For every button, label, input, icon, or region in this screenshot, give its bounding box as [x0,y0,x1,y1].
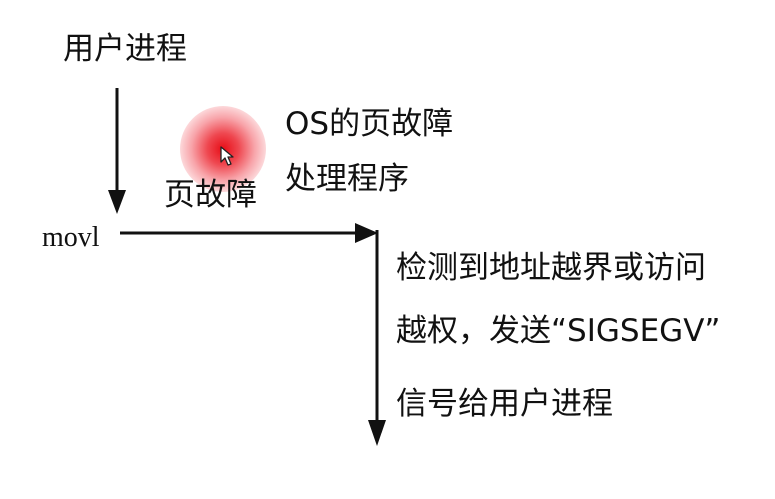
result-line-2: 越权，发送“SIGSEGV” [396,313,721,349]
arrowhead-down-bottom [368,420,386,446]
arrowhead-down-top [108,190,126,214]
instruction-label: movl [42,222,100,253]
os-handler-line-1: OS的页故障 [285,106,454,142]
result-line-1: 检测到地址越界或访问 [396,250,706,286]
user-process-top-label: 用户进程 [63,31,187,67]
arrowhead-right [355,223,378,243]
result-line-3: 信号给用户进程 [396,386,613,422]
os-handler-line-2: 处理程序 [285,161,409,197]
page-fault-label: 页故障 [164,177,257,213]
mouse-pointer-icon [220,146,234,166]
